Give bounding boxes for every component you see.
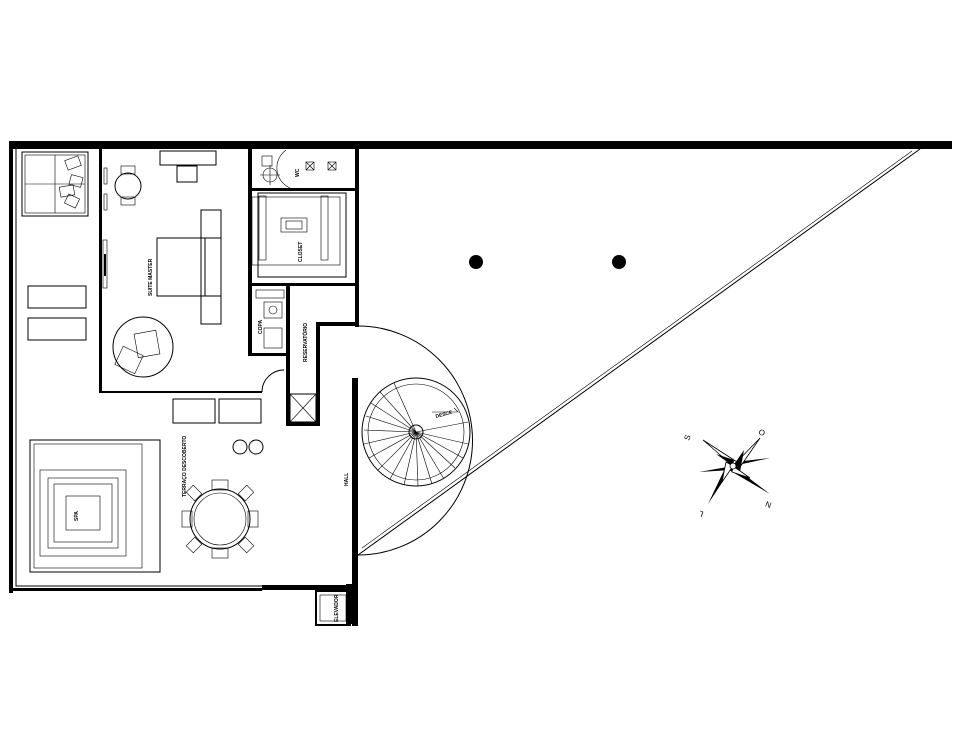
closet xyxy=(251,192,347,278)
elevator xyxy=(315,590,351,626)
wc-label: WC xyxy=(295,168,301,177)
compass-labels: S O L N xyxy=(682,427,772,518)
column xyxy=(612,255,626,269)
compass-label-o: O xyxy=(757,427,766,438)
stair-direction-label: DESCE xyxy=(435,410,454,420)
copa xyxy=(255,289,285,349)
compass-rose xyxy=(699,437,770,504)
suite-master-label: SUITE MASTER xyxy=(148,258,154,296)
column xyxy=(469,255,483,269)
hall-label: HALL xyxy=(344,473,350,486)
room-labels: SUITE MASTER CLOSET WC COPA RESERVATÓRIO… xyxy=(74,168,454,622)
terraco-label: TERRAÇO DESCOBERTO xyxy=(182,436,188,497)
elevador-label: ELEVADOR xyxy=(334,594,340,622)
compass-label-l: L xyxy=(697,508,705,518)
exterior-walls xyxy=(9,141,952,626)
suite-furniture xyxy=(102,150,222,378)
closet-label: CLOSET xyxy=(298,242,304,262)
reservatorio-label: RESERVATÓRIO xyxy=(301,323,309,362)
spiral-staircase xyxy=(357,325,473,556)
compass-label-s: S xyxy=(682,434,692,442)
suite-walls xyxy=(99,149,359,426)
compass-label-n: N xyxy=(764,499,773,510)
copa-label: COPA xyxy=(258,320,264,334)
open-terrace-boundary xyxy=(357,148,921,556)
spa-label: SPA xyxy=(74,511,80,521)
terrace-furniture xyxy=(21,151,264,573)
wc xyxy=(260,149,337,189)
